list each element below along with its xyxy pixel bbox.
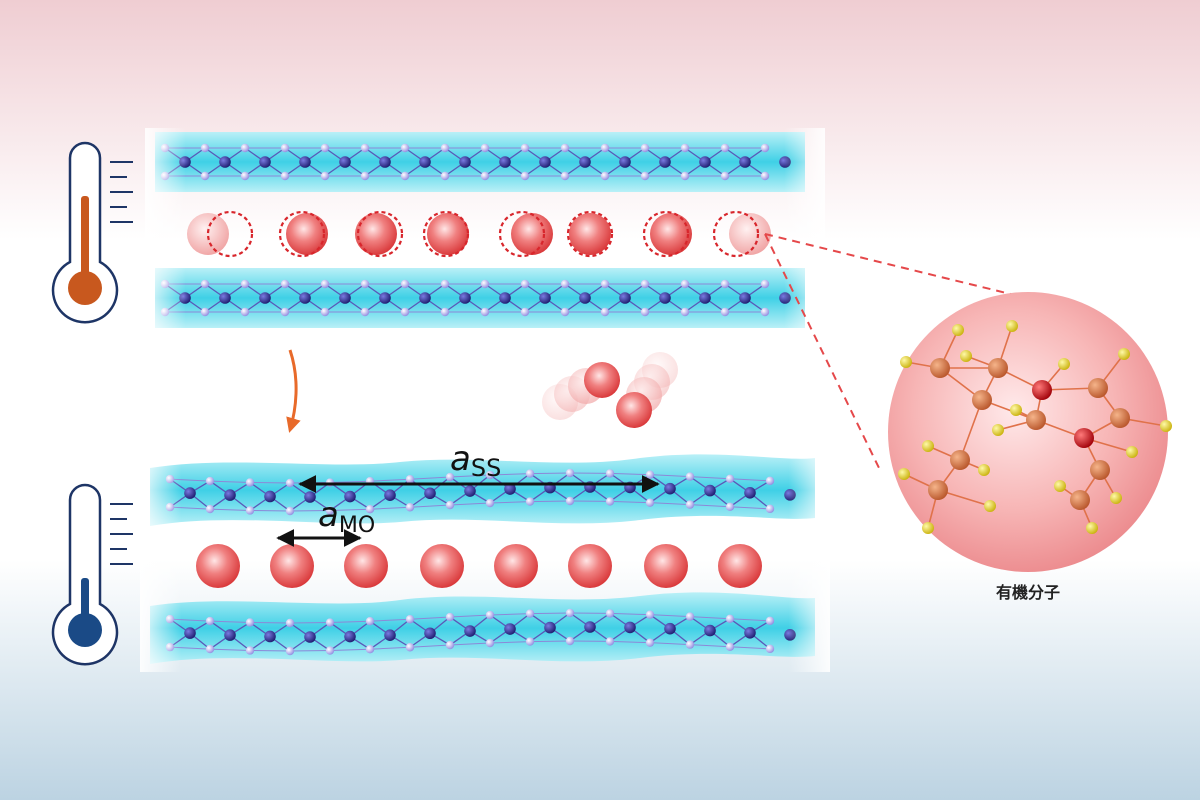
hydrogen-atom [984,500,996,512]
drifting-molecules [542,352,678,428]
hydrogen-atom [898,468,910,480]
carbon-atom [928,480,948,500]
carbon-atom [1026,410,1046,430]
fade-upper [145,128,825,333]
drift-molecule-b [616,392,652,428]
hydrogen-atom [1160,420,1172,432]
hydrogen-atom [1118,348,1130,360]
carbon-atom [972,390,992,410]
curved-arrow-icon [286,349,301,433]
molecule-atoms [898,320,1172,534]
molecule-sphere [888,292,1168,572]
hydrogen-atom [1054,480,1066,492]
oxygen-atom [1032,380,1052,400]
hydrogen-atom [922,440,934,452]
molecule-bond [959,399,983,461]
hydrogen-atom [1058,358,1070,370]
drift-molecule-a [584,362,620,398]
hydrogen-atom [900,356,912,368]
carbon-atom [1070,490,1090,510]
zoom-line-top [764,233,1036,301]
carbon-atom [930,358,950,378]
hydrogen-atom [960,350,972,362]
hydrogen-atom [1086,522,1098,534]
thermometer-cold-icon [51,483,133,666]
hydrogen-atom [1010,404,1022,416]
oxygen-atom [1074,428,1094,448]
hydrogen-atom [992,424,1004,436]
hydrogen-atom [1006,320,1018,332]
carbon-atom [1090,460,1110,480]
molecule-label: 有機分子 [996,583,1060,602]
hydrogen-atom [1126,446,1138,458]
a-ss-label: aSS [450,439,501,482]
carbon-atom [988,358,1008,378]
hydrogen-atom [1110,492,1122,504]
carbon-atom [1088,378,1108,398]
thermometer-hot-icon [51,141,133,324]
carbon-atom [950,450,970,470]
organic-molecule-zoom [888,292,1172,572]
hydrogen-atom [978,464,990,476]
a-mo-label: aMO [318,495,375,538]
hydrogen-atom [922,522,934,534]
carbon-atom [1110,408,1130,428]
hydrogen-atom [952,324,964,336]
zoom-line-bottom [764,233,881,471]
